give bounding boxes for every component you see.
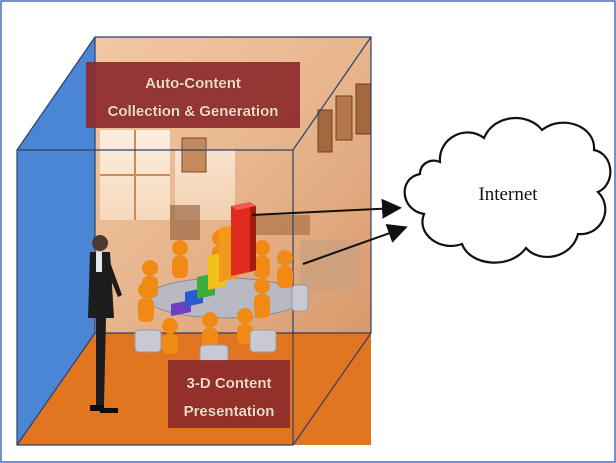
label-3d-content: 3-D Content Presentation — [168, 360, 290, 428]
label-3d-content-line1: 3-D Content — [187, 375, 272, 392]
label-3d-content-line2: Presentation — [184, 403, 275, 420]
businessman-icon — [88, 235, 122, 413]
cube-left-wall — [17, 37, 95, 445]
label-auto-content: Auto-Content Collection & Generation — [86, 62, 300, 128]
bar-chart-icon — [171, 202, 256, 316]
label-auto-content-line1: Auto-Content — [145, 75, 241, 92]
cloud-icon: Internet — [403, 117, 612, 264]
cloud-label: Internet — [478, 184, 538, 205]
cube-edges — [16, 36, 372, 446]
arrow-bottom-icon — [302, 223, 408, 265]
arrow-top-icon — [251, 198, 402, 219]
label-auto-content-line2: Collection & Generation — [108, 103, 279, 120]
